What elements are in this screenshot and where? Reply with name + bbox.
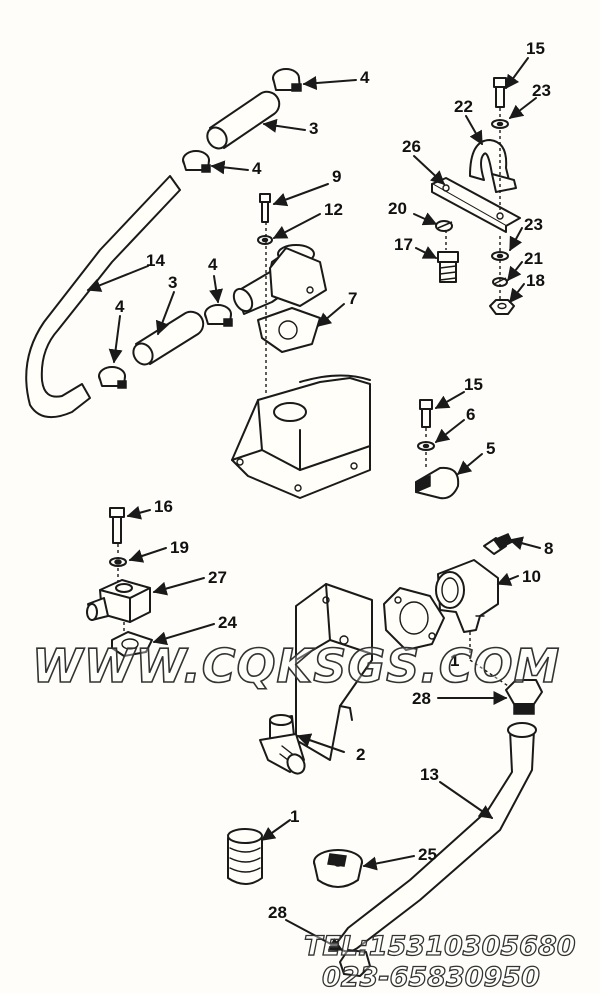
callout-15-top: 15: [526, 39, 545, 58]
clamp-4-top: [272, 68, 302, 92]
elbow-10: [435, 559, 499, 633]
clamp-4-lower-left: [98, 366, 127, 389]
callout-4-lower-left: 4: [115, 297, 125, 316]
nipple-1-lower: [227, 828, 263, 885]
gasket-7: [257, 307, 321, 353]
sleeve-3-top: [206, 90, 281, 150]
callout-16: 16: [154, 497, 173, 516]
callout-8: 8: [544, 539, 553, 558]
callout-14: 14: [146, 251, 165, 270]
callout-28-bottom: 28: [268, 903, 287, 922]
callout-3-lower: 3: [168, 273, 177, 292]
fitting-2: [259, 714, 306, 775]
callout-2: 2: [356, 745, 365, 764]
bolt-15-top: [493, 77, 507, 108]
sleeve-3-lower: [132, 310, 205, 366]
gasket-24: [111, 631, 153, 657]
callout-23-top: 23: [532, 81, 551, 100]
callout-4-top: 4: [360, 68, 370, 87]
callout-7: 7: [348, 289, 357, 308]
callout-5: 5: [486, 439, 495, 458]
plug-8: [483, 533, 514, 555]
callout-21: 21: [524, 249, 543, 268]
bolt-9: [259, 193, 271, 223]
bolt-16: [109, 507, 125, 544]
callout-18: 18: [526, 271, 545, 290]
hose-13: [335, 722, 537, 953]
washer-19: [109, 557, 127, 567]
callout-26: 26: [402, 137, 421, 156]
nut-18: [489, 299, 515, 315]
callout-28-top: 28: [412, 689, 431, 708]
callout-27: 27: [208, 568, 227, 587]
washer-12: [257, 235, 273, 245]
watermark-phone: 023-65830950: [322, 962, 540, 993]
clip-5: [415, 466, 460, 500]
lockwasher-20: [435, 220, 453, 232]
clamp-4-lower-right: [204, 304, 233, 327]
washer-6: [417, 441, 435, 451]
leader-lines: [86, 57, 541, 951]
washer-23-top: [491, 119, 509, 129]
watermark-tel: TEL:15310305680: [304, 931, 576, 962]
clamp-22: [469, 139, 517, 193]
callout-9: 9: [332, 167, 341, 186]
cylinder-block-upper: [231, 374, 371, 499]
callout-20: 20: [388, 199, 407, 218]
stud-17: [437, 251, 459, 283]
callout-23-bottom: 23: [524, 215, 543, 234]
callout-19: 19: [170, 538, 189, 557]
hose-14: [25, 175, 181, 419]
callout-10: 10: [522, 567, 541, 586]
clamp-4-mid: [182, 150, 211, 173]
callout-6: 6: [466, 405, 475, 424]
bolt-15-mid: [419, 399, 433, 428]
callout-13: 13: [420, 765, 439, 784]
callout-22: 22: [454, 97, 473, 116]
watermark-website: WWW.CQKSGS.COM: [32, 639, 560, 693]
callout-numbers: 4 3 4 9 12 14 3 4 4 7 15 23 22 26 20 23 …: [115, 39, 553, 922]
hex-nut-28-bottom: [339, 949, 371, 977]
callout-3-top: 3: [309, 119, 318, 138]
callout-4-mid: 4: [252, 159, 262, 178]
callout-25: 25: [418, 845, 437, 864]
gasket-1-mid: [383, 587, 445, 651]
callout-15-mid: 15: [464, 375, 483, 394]
callout-1-mid: 1: [450, 651, 459, 670]
outlet-elbow: [232, 244, 327, 315]
adapter-27: [86, 579, 151, 623]
hex-nut-28-top: [505, 679, 543, 715]
callout-12: 12: [324, 200, 343, 219]
callout-4-lower-right: 4: [208, 255, 218, 274]
callout-17: 17: [394, 235, 413, 254]
callout-1-lower: 1: [290, 807, 299, 826]
callout-24: 24: [218, 613, 237, 632]
plug-25: [313, 849, 363, 888]
